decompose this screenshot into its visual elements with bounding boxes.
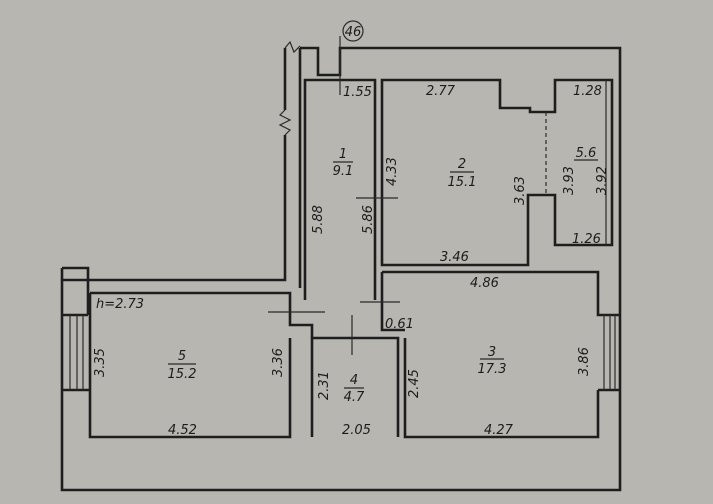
room-1-label: 1 9.1 xyxy=(333,147,354,179)
ceiling-height: h=2.73 xyxy=(96,297,144,312)
dim: 4.86 xyxy=(470,276,499,291)
room-area: 9.1 xyxy=(333,164,354,179)
dim: 2.31 xyxy=(317,371,332,400)
dim: 4.27 xyxy=(484,423,514,438)
room-2-label: 2 15.1 xyxy=(448,157,477,190)
room-area: 15.2 xyxy=(168,367,197,382)
dim: 5.86 xyxy=(361,205,376,234)
dim: 1.55 xyxy=(343,85,372,100)
window-left xyxy=(69,315,84,390)
room-number: 5 xyxy=(178,349,186,364)
dim: 1.26 xyxy=(572,232,601,247)
dim: 2.45 xyxy=(407,369,422,398)
room-area: 5.6 xyxy=(576,146,597,161)
room-number: 2 xyxy=(458,157,466,172)
room-area: 17.3 xyxy=(478,362,507,377)
dim: 3.35 xyxy=(93,348,108,377)
room-number: 4 xyxy=(350,373,358,388)
axis-marker: 46 xyxy=(342,20,364,42)
balcony-label: 5.6 xyxy=(574,146,598,161)
dim: 3.63 xyxy=(513,176,528,205)
dimensions: 1.55 2.77 1.28 4.33 5.88 5.86 3.63 3.93 … xyxy=(93,84,610,438)
dim: 3.46 xyxy=(440,250,469,265)
dim: 3.92 xyxy=(595,166,610,195)
dim: 4.33 xyxy=(385,157,400,186)
room-number: 3 xyxy=(488,345,496,360)
dim: 1.28 xyxy=(573,84,602,99)
room-5-label: 5 15.2 xyxy=(168,349,197,382)
dim: 2.05 xyxy=(342,423,371,438)
dim: 0.61 xyxy=(385,317,414,332)
dim: 3.93 xyxy=(562,166,577,195)
walls xyxy=(60,36,622,492)
dim: 3.86 xyxy=(577,347,592,376)
room-area: 15.1 xyxy=(448,175,477,190)
window-right xyxy=(603,315,616,390)
axis-marker-label: 46 xyxy=(345,25,362,40)
room-number: 1 xyxy=(339,147,347,162)
room-area: 4.7 xyxy=(344,390,365,405)
room-4-label: 4 4.7 xyxy=(344,373,365,405)
dim: 5.88 xyxy=(311,205,326,234)
room-3-label: 3 17.3 xyxy=(478,345,507,377)
dim: 3.36 xyxy=(271,348,286,377)
dim: 2.77 xyxy=(426,84,456,99)
dim: 4.52 xyxy=(168,423,197,438)
